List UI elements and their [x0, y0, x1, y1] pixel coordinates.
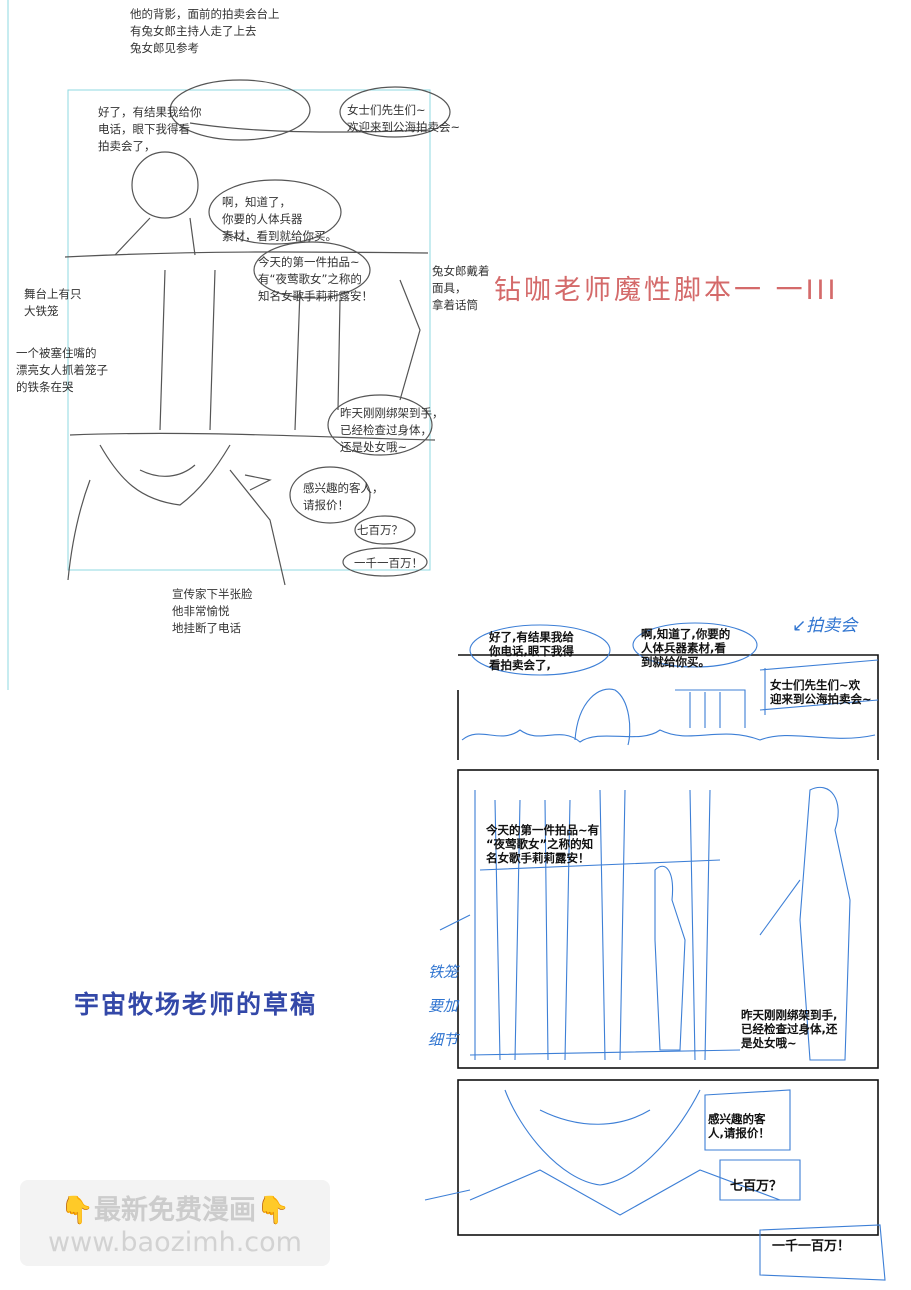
speech-bubble-bid-call: 感兴趣的客人， 请报价！ [303, 481, 384, 512]
blue-bubble-bid-call: 感兴趣的客 人,请报价！ [708, 1112, 770, 1140]
pointing-down-hand-icon: 👇 [60, 1195, 94, 1226]
scene-note-top: 他的背影，面前的拍卖会台上 有兔女郎主持人走了上去 兔女郎见参考 [130, 7, 280, 55]
blue-sketch [424, 622, 886, 1281]
note-cage: 舞台上有只 大铁笼 [24, 287, 82, 318]
guide-lines [7, 0, 431, 690]
speech-bubble-seven-million: 七百万？ [357, 523, 403, 537]
speech-bubble-phone-call: 好了，有结果我给你 电话，眼下我得看 拍卖会了， [98, 105, 202, 153]
watermark[interactable]: 👇最新免费漫画👇 www.baozimh.com [20, 1180, 330, 1266]
speech-bubble-reply: 啊，知道了， 你要的人体兵器 素材，看到就给你买。 [222, 195, 337, 243]
note-woman: 一个被塞住嘴的 漂亮女人抓着笼子 的铁条在哭 [16, 346, 108, 394]
blue-bubble-welcome: 女士们先生们~欢 迎来到公海拍卖会~ [770, 678, 872, 706]
speech-bubble-eleven-million: 一千一百万！ [354, 556, 423, 570]
blue-bubble-kidnapped: 昨天刚刚绑架到手, 已经检查过身体,还 是处女哦~ [741, 1008, 838, 1050]
speech-bubble-welcome: 女士们先生们~ 欢迎来到公海拍卖会~ [347, 103, 461, 134]
pointing-down-hand-icon: 👇 [256, 1195, 290, 1226]
blue-panels [457, 654, 879, 1236]
watermark-url[interactable]: www.baozimh.com [48, 1227, 302, 1258]
watermark-line1: 最新免费漫画 [94, 1195, 256, 1226]
blue-bubble-first-item: 今天的第一件拍品~有 “夜莺歌女”之称的知 名女歌手莉莉露安！ [486, 823, 600, 865]
panel-label-auction: ↙拍卖会 [792, 616, 858, 636]
sketch-credit: 宇宙牧场老师的草稿 [74, 990, 318, 1019]
note-face: 宣传家下半张脸 他非常愉悦 地挂断了电话 [172, 587, 253, 635]
speech-bubble-kidnapped: 昨天刚刚绑架到手， 已经检查过身体， 还是处女哦~ [340, 406, 444, 454]
side-note-cage-detail: 铁笼 要加 细节 [428, 963, 459, 1049]
note-bunny: 兔女郎戴着 面具， 拿着话筒 [432, 264, 490, 312]
blue-bubble-reply: 啊,知道了,你要的 人体兵器素材,看 到就给你买。 [641, 627, 731, 669]
blue-bubble-seven-million: 七百万？ [730, 1179, 783, 1194]
gray-storyboard [64, 79, 451, 586]
speech-bubble-first-item: 今天的第一件拍品~ 有“夜莺歌女”之称的 知名女歌手莉莉露安！ [258, 255, 373, 303]
script-title: 钻咖老师魔性脚本一 一III [494, 275, 839, 306]
blue-bubble-phone-call: 好了,有结果我给 你电话,眼下我得 看拍卖会了, [489, 630, 574, 672]
blue-bubble-eleven-million: 一千一百万！ [772, 1239, 851, 1254]
